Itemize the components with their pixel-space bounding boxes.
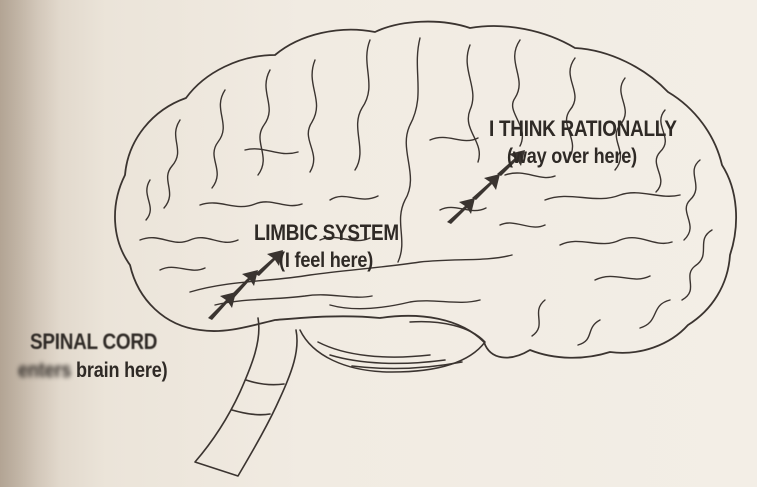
cerebellum bbox=[300, 322, 485, 372]
spinal-label-title: SPINAL CORD bbox=[30, 330, 157, 354]
limbic-label-title: LIMBIC SYSTEM bbox=[254, 221, 399, 245]
arrow-marker bbox=[447, 198, 475, 224]
brain-stem bbox=[195, 318, 297, 476]
limbic-label-note: (I feel here) bbox=[279, 249, 373, 272]
brain-outline bbox=[115, 22, 736, 358]
spinal-label-note-blurred: enters bbox=[18, 359, 71, 382]
arrow-marker bbox=[472, 174, 500, 200]
spinal-label-note-rest: brain here) bbox=[71, 359, 167, 382]
rational-label-title: I THINK RATIONALLY bbox=[489, 117, 677, 141]
spinal-label-note: enters brain here) bbox=[18, 359, 167, 382]
rational-label-note: (way over here) bbox=[507, 145, 637, 168]
